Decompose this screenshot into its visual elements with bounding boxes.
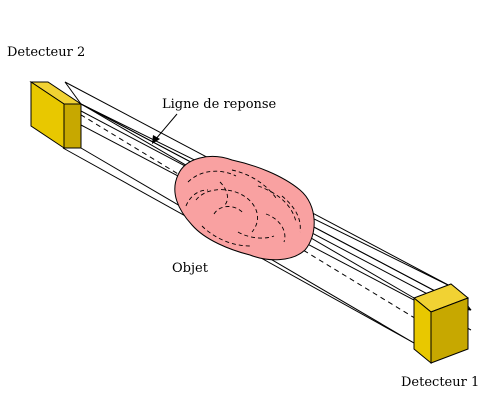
object-outline	[174, 156, 315, 261]
detector-1-side-face	[430, 297, 469, 364]
object-blob	[174, 156, 315, 261]
object-texture	[185, 169, 301, 247]
detector-2-label: Detecteur 2	[7, 45, 85, 60]
arrowhead	[152, 135, 160, 144]
line-of-response-label: Ligne de reponse	[162, 97, 277, 112]
detector-1-label: Detecteur 1	[401, 375, 479, 390]
detector-2-side-face	[63, 103, 82, 149]
detector-1-block	[413, 283, 469, 365]
object-label: Objet	[172, 261, 209, 276]
line-of-response-arrow	[152, 113, 178, 144]
